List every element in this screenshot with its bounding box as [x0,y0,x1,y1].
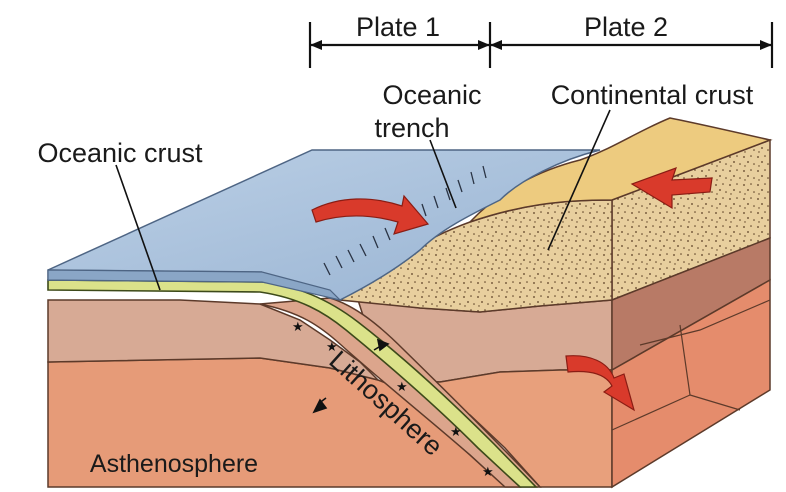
svg-text:★: ★ [482,465,494,480]
continental-crust-label: Continental crust [551,80,754,110]
plate-1-label: Plate 1 [356,12,440,42]
oceanic-trench-label-line1: Oceanic [382,80,481,110]
oceanic-crust-label: Oceanic crust [37,138,203,168]
svg-text:★: ★ [450,425,462,440]
asthenosphere-label: Asthenosphere [90,450,258,478]
plate-2-label: Plate 2 [584,12,668,42]
svg-text:★: ★ [292,320,304,335]
oceanic-trench-label-line2: trench [374,113,449,143]
